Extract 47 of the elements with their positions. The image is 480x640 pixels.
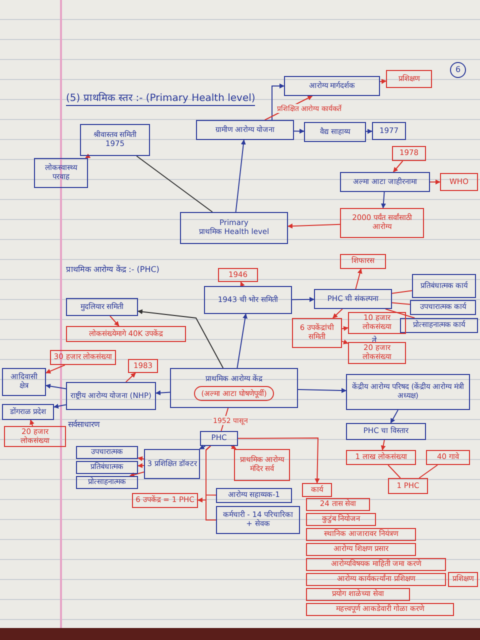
arrow: [54, 404, 66, 409]
note-text: प्राथमिक आरोग्य केंद्र :- (PHC): [66, 264, 160, 274]
arrow: [138, 456, 144, 462]
connector-line: [388, 464, 401, 478]
arrow: [156, 390, 170, 396]
arrow: [298, 388, 346, 393]
arrow: [380, 440, 386, 450]
arrow: [129, 472, 144, 478]
arrow: [272, 84, 284, 120]
arrow: [125, 372, 136, 382]
arrow: [138, 463, 144, 468]
arrow: [342, 326, 348, 331]
arrow: [235, 140, 246, 212]
connector-line: [392, 302, 410, 305]
connector-line: [136, 156, 213, 212]
arrow: [342, 340, 348, 344]
connector-line: [385, 308, 416, 318]
note-box: [170, 368, 298, 408]
arrow: [430, 180, 440, 184]
arrow: [238, 438, 320, 484]
arrow: [292, 296, 314, 302]
arrow: [380, 192, 386, 208]
arrow: [85, 154, 91, 158]
arrow: [288, 224, 340, 229]
arrow: [366, 128, 372, 134]
page-number: 6: [450, 62, 466, 78]
arrow: [355, 268, 362, 290]
arrow: [46, 384, 66, 390]
arrow: [46, 364, 66, 374]
arrow: [294, 128, 304, 134]
arrow: [30, 420, 34, 426]
arrow: [240, 282, 245, 288]
arrow: [332, 308, 343, 318]
arrow: [199, 444, 206, 450]
note-box: [180, 212, 288, 244]
arrow: [236, 314, 248, 368]
note-text: सर्वसाधारण: [68, 418, 100, 429]
connector-line: [418, 464, 438, 478]
arrow: [390, 410, 398, 424]
connector-line: [392, 290, 412, 294]
page-heading: (5) प्राथमिक स्तर :- (Primary Health level): [66, 90, 256, 106]
arrow: [138, 309, 224, 368]
connector-line: [206, 446, 216, 520]
arrow: [380, 78, 386, 84]
arrow: [230, 444, 236, 450]
arrow: [392, 160, 404, 172]
arrow: [110, 316, 120, 326]
